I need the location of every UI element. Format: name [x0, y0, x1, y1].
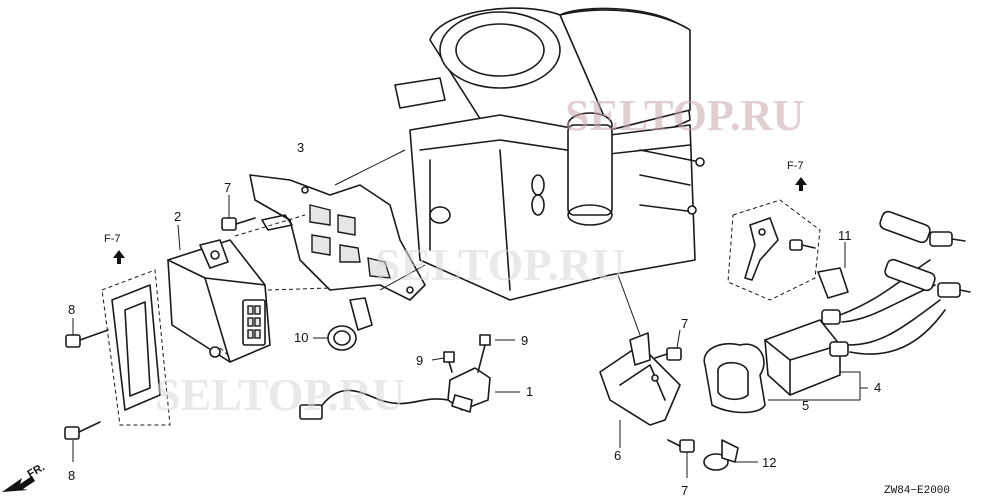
callout-7-lower: 7 [681, 483, 688, 498]
section-ref-label-left: F-7 [104, 233, 121, 245]
cushion-part-5 [703, 343, 766, 414]
front-arrow-icon [2, 476, 35, 492]
control-module-part-2 [167, 239, 271, 363]
watermark-top: SELTOP.RU [565, 91, 804, 140]
clamp-part-10 [327, 297, 373, 351]
callout-7-middle: 7 [681, 316, 688, 331]
callout-9-right: 9 [521, 333, 528, 348]
bolt-part-7-middle [654, 347, 682, 361]
bracket-part-6 [599, 332, 681, 426]
diagram-code: ZW84−E2000 [884, 485, 950, 497]
callout-6: 6 [614, 448, 621, 463]
engine-block [394, 7, 705, 301]
bracket-plate-part-3 [249, 174, 426, 301]
clip-part-12 [703, 439, 739, 471]
bolt-part-8-lower [64, 421, 101, 440]
section-ref-label-right: F-7 [787, 160, 804, 172]
callout-12: 12 [762, 455, 776, 470]
watermark-bottom: SELTOP.RU [155, 369, 405, 420]
front-label: FR. [26, 461, 47, 480]
bracket-part-8-area [101, 269, 171, 426]
callout-5: 5 [802, 398, 809, 413]
callout-2: 2 [174, 209, 181, 224]
ignition-coil-part-4 [764, 309, 849, 396]
bolt-part-7-upper [221, 217, 256, 231]
callout-4: 4 [874, 380, 881, 395]
section-ref-left: F-7 [104, 233, 125, 264]
callout-8-upper: 8 [68, 302, 75, 317]
section-ref-right: F-7 [787, 160, 807, 191]
callout-1: 1 [526, 384, 533, 399]
callout-labels: 1 2 3 4 5 6 7 7 7 8 8 9 9 10 11 12 [68, 140, 881, 498]
bolt-part-7-lower [667, 439, 695, 453]
callout-3: 3 [297, 140, 304, 155]
spark-plug-leads [839, 210, 971, 355]
callout-8-lower: 8 [68, 468, 75, 483]
up-arrow-icon [795, 177, 807, 191]
callout-10: 10 [294, 330, 308, 345]
up-arrow-icon [113, 250, 125, 264]
front-direction-indicator: FR. [2, 461, 47, 492]
watermark-middle: SELTOP.RU [375, 239, 625, 290]
callout-9-left: 9 [416, 353, 423, 368]
bolt-part-8-upper [65, 329, 109, 348]
sensor-part-1 [299, 334, 491, 420]
callout-11: 11 [838, 228, 852, 243]
callout-7-upper: 7 [224, 180, 231, 195]
clip-area-part-11 [727, 199, 849, 301]
